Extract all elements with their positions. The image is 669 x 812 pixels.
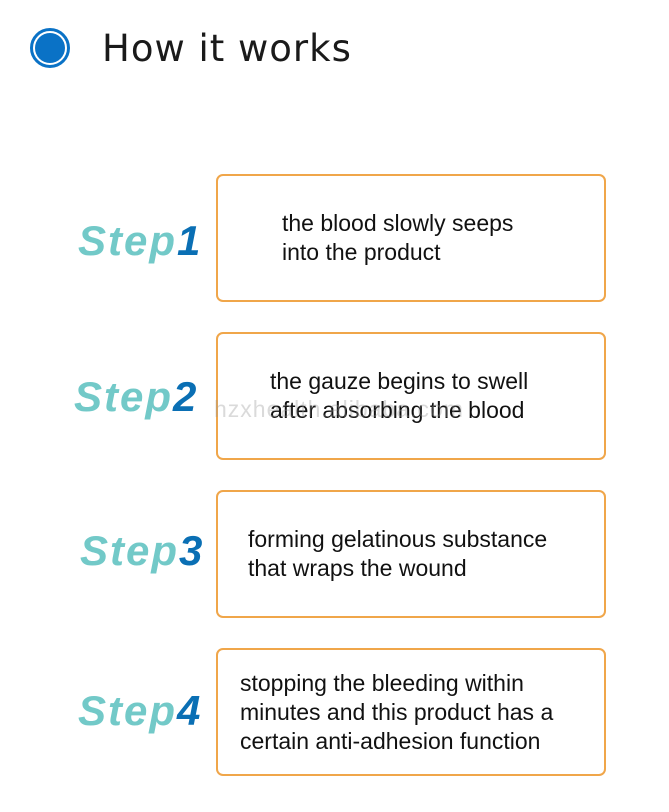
step-row-2: Step2 the gauze begins to swell after ab… bbox=[0, 332, 669, 462]
step-box-2: the gauze begins to swell after absorbin… bbox=[216, 332, 606, 460]
step-text-2: the gauze begins to swell after absorbin… bbox=[270, 368, 529, 423]
step-box-1: the blood slowly seeps into the product bbox=[216, 174, 606, 302]
step-box-4: stopping the bleeding within minutes and… bbox=[216, 648, 606, 776]
circle-bullet-icon bbox=[30, 28, 70, 68]
page-title: How it works bbox=[102, 26, 352, 70]
step-text-4: stopping the bleeding within minutes and… bbox=[240, 669, 554, 754]
step-row-4: Step4 stopping the bleeding within minut… bbox=[0, 648, 669, 778]
step-label-2: Step2 bbox=[74, 376, 214, 418]
step-label-3: Step3 bbox=[80, 530, 220, 572]
step-number: 2 bbox=[173, 373, 199, 420]
step-row-1: Step1 the blood slowly seeps into the pr… bbox=[0, 174, 669, 304]
step-number: 1 bbox=[177, 217, 203, 264]
step-word: Step bbox=[80, 527, 180, 574]
step-text-3: forming gelatinous substance that wraps … bbox=[248, 526, 548, 581]
header: How it works bbox=[30, 18, 352, 78]
step-word: Step bbox=[78, 687, 178, 734]
step-label-4: Step4 bbox=[78, 690, 218, 732]
step-number: 3 bbox=[179, 527, 205, 574]
step-word: Step bbox=[78, 217, 178, 264]
step-word: Step bbox=[74, 373, 174, 420]
step-number: 4 bbox=[177, 687, 203, 734]
bullet-dot bbox=[35, 33, 65, 63]
step-text-1: the blood slowly seeps into the product bbox=[282, 210, 514, 265]
step-box-3: forming gelatinous substance that wraps … bbox=[216, 490, 606, 618]
step-label-1: Step1 bbox=[78, 220, 218, 262]
step-row-3: Step3 forming gelatinous substance that … bbox=[0, 490, 669, 620]
